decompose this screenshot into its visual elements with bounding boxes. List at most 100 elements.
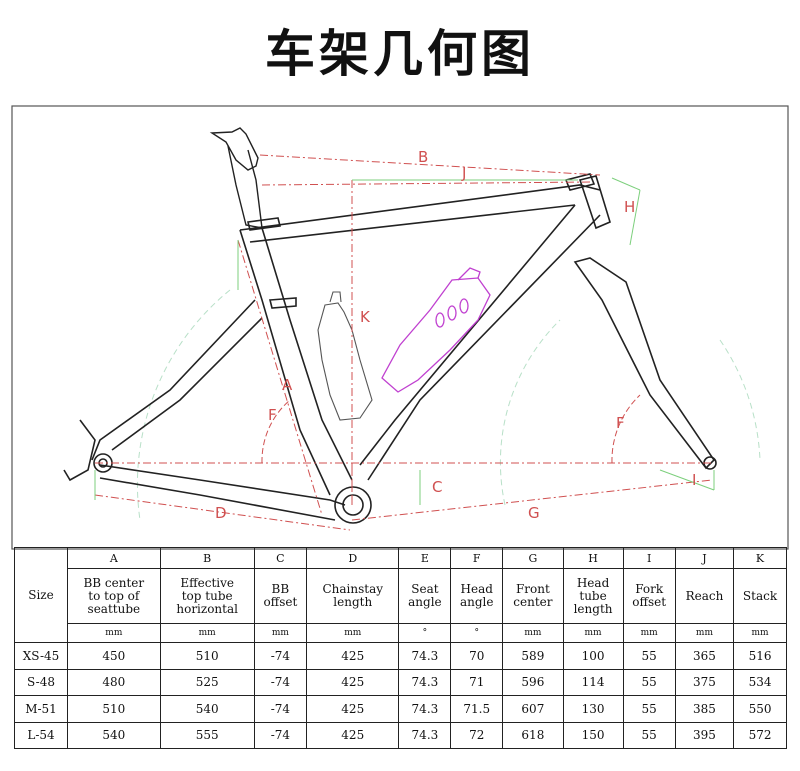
table-cell: 425 [306, 668, 400, 696]
table-cell: 607 [502, 695, 564, 723]
table-cell: 596 [502, 668, 564, 696]
page-title: 车架几何图 [265, 25, 535, 83]
table-cell: 555 [159, 721, 255, 749]
table-cell: 572 [733, 721, 787, 749]
col-unit-j: mm [674, 623, 735, 643]
col-letter-j: J [674, 547, 735, 569]
table-cell: 425 [306, 695, 400, 723]
col-unit-i: mm [622, 623, 676, 643]
col-letter-i: I [622, 547, 676, 569]
table-cell: 150 [562, 721, 624, 749]
table-cell: 425 [306, 642, 400, 670]
dim-label-b: B [418, 148, 428, 166]
col-unit-b: mm [159, 623, 255, 643]
col-letter-d: D [306, 547, 400, 569]
water-bottle-grey [317, 291, 373, 421]
col-letter-f: F [450, 547, 504, 569]
row-size-s48: S-48 [14, 668, 68, 696]
table-cell: 100 [562, 642, 624, 670]
dim-label-i: I [692, 471, 696, 489]
table-cell: 510 [67, 695, 161, 723]
table-cell: 74.3 [398, 721, 452, 749]
col-letter-b: B [159, 547, 255, 569]
table-cell: 130 [562, 695, 624, 723]
table-cell: 510 [159, 642, 255, 670]
dim-label-k: K [360, 308, 371, 326]
dim-label-f-seat: F [268, 406, 277, 424]
water-bottle-magenta [381, 267, 491, 393]
table-cell: 516 [733, 642, 787, 670]
table-cell: -74 [253, 668, 308, 696]
col-unit-c: mm [253, 623, 308, 643]
frame-outline [63, 173, 717, 524]
extension-lines [94, 177, 715, 505]
dim-label-c: C [432, 478, 442, 496]
col-unit-k: mm [733, 623, 787, 643]
table-cell: 534 [733, 668, 787, 696]
dim-label-a: A [282, 376, 293, 394]
construction-arcs [136, 289, 761, 521]
col-letter-e: E [398, 547, 452, 569]
table-cell: 540 [67, 721, 161, 749]
col-letter-k: K [733, 547, 787, 569]
table-cell: -74 [253, 721, 308, 749]
table-cell: 589 [502, 642, 564, 670]
table-cell: 55 [622, 695, 676, 723]
col-unit-a: mm [67, 623, 161, 643]
table-cell: 365 [674, 642, 735, 670]
table-cell: 72 [450, 721, 504, 749]
table-cell: -74 [253, 642, 308, 670]
row-size-l54: L-54 [14, 721, 68, 749]
col-letter-g: G [502, 547, 564, 569]
table-cell: -74 [253, 695, 308, 723]
dim-label-j: J [461, 164, 466, 182]
size-header: Size [14, 547, 68, 643]
dimension-labels: A B C D F F G H I J K [215, 148, 696, 522]
table-cell: 425 [306, 721, 400, 749]
table-cell: 70 [450, 642, 504, 670]
col-letter-c: C [253, 547, 308, 569]
col-desc-k: Stack [733, 568, 787, 624]
table-cell: 71.5 [450, 695, 504, 723]
angle-arcs [261, 394, 641, 464]
row-size-xs45: XS-45 [14, 642, 68, 670]
table-cell: 71 [450, 668, 504, 696]
col-unit-e: ° [398, 623, 452, 643]
table-cell: 618 [502, 721, 564, 749]
table-cell: 74.3 [398, 695, 452, 723]
col-letter-h: H [562, 547, 624, 569]
dim-label-g: G [528, 504, 540, 522]
col-unit-h: mm [562, 623, 624, 643]
table-cell: 55 [622, 721, 676, 749]
table-cell: 550 [733, 695, 787, 723]
table-cell: 395 [674, 721, 735, 749]
table-cell: 114 [562, 668, 624, 696]
table-cell: 540 [159, 695, 255, 723]
table-cell: 385 [674, 695, 735, 723]
col-unit-d: mm [306, 623, 400, 643]
dim-label-f-head: F [616, 414, 625, 432]
dimension-lines [94, 154, 713, 531]
table-cell: 74.3 [398, 668, 452, 696]
table-cell: 450 [67, 642, 161, 670]
col-desc-j: Reach [674, 568, 735, 624]
dim-label-h: H [624, 198, 635, 216]
table-cell: 55 [622, 668, 676, 696]
dim-label-d: D [215, 504, 227, 522]
col-unit-g: mm [502, 623, 564, 643]
col-unit-f: ° [450, 623, 504, 643]
table-cell: 55 [622, 642, 676, 670]
row-size-m51: M-51 [14, 695, 68, 723]
table-cell: 525 [159, 668, 255, 696]
